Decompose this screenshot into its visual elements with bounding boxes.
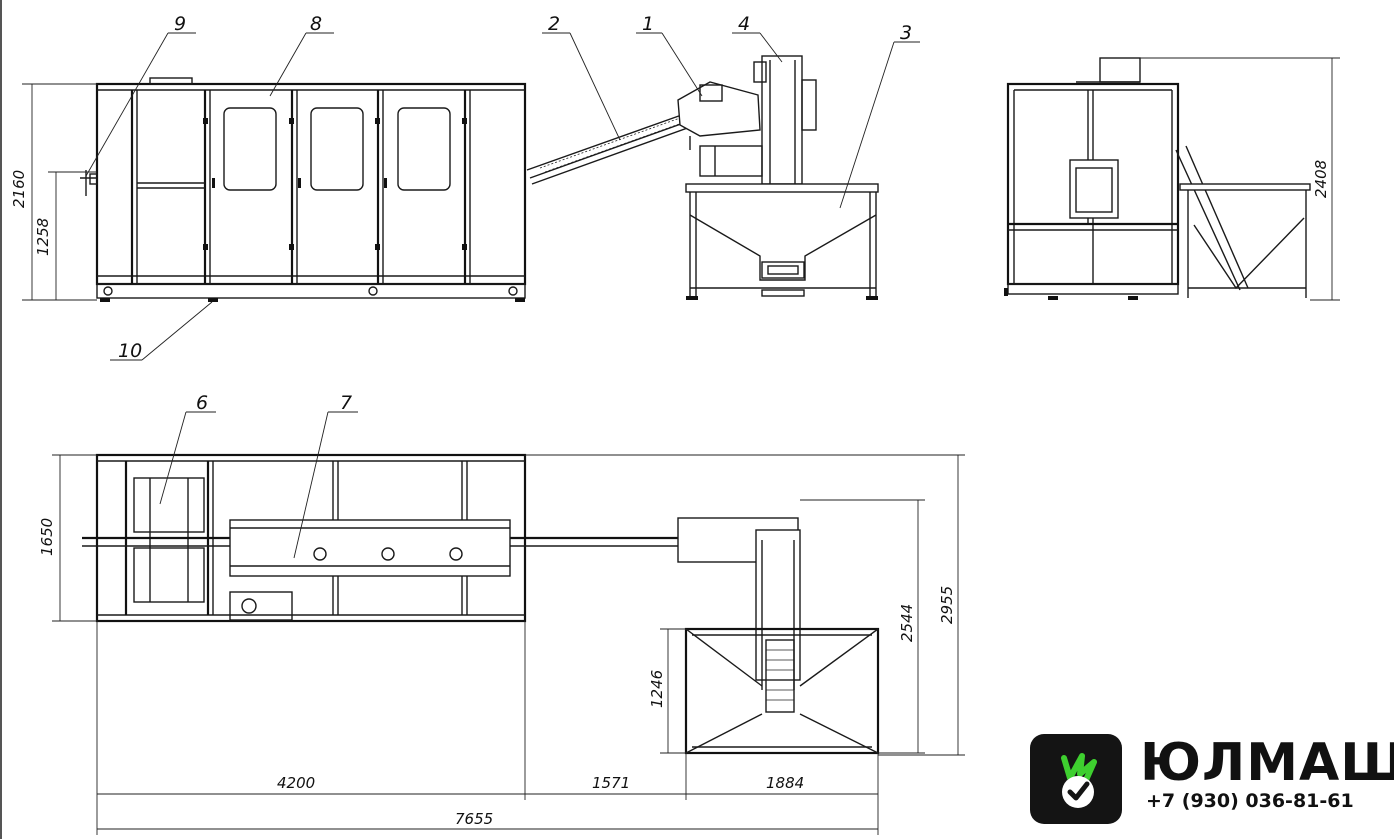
callout-leaders bbox=[85, 32, 920, 559]
page-border bbox=[0, 0, 2, 839]
callout-2: 2 bbox=[548, 13, 560, 35]
front-view-cabinet bbox=[80, 77, 527, 302]
hand-check-logo-icon bbox=[1061, 753, 1097, 808]
callout-6: 6 bbox=[196, 392, 208, 414]
front-view-hopper bbox=[677, 55, 879, 300]
dim-1571: 1571 bbox=[592, 774, 630, 792]
callout-9: 9 bbox=[174, 13, 186, 35]
dim-2955: 2955 bbox=[938, 586, 956, 624]
callout-3: 3 bbox=[900, 22, 912, 44]
front-view-conveyor bbox=[526, 111, 694, 185]
callout-4: 4 bbox=[738, 13, 750, 35]
callout-7: 7 bbox=[340, 392, 352, 414]
dim-2408: 2408 bbox=[1312, 160, 1330, 198]
dim-1258: 1258 bbox=[34, 218, 52, 256]
dim-2160: 2160 bbox=[10, 170, 28, 208]
dim-4200: 4200 bbox=[277, 774, 315, 792]
callout-10: 10 bbox=[118, 340, 142, 362]
dim-7655: 7655 bbox=[455, 810, 493, 828]
brand-name: ЮЛМАШ bbox=[1140, 733, 1394, 793]
dim-1884: 1884 bbox=[766, 774, 804, 792]
callout-8: 8 bbox=[310, 13, 322, 35]
brand-logo bbox=[1030, 734, 1122, 824]
brand-phone: +7 (930) 036-81-61 bbox=[1146, 790, 1354, 812]
side-view bbox=[1004, 57, 1311, 300]
dimension-lines bbox=[22, 57, 1340, 835]
dim-1246: 1246 bbox=[648, 670, 666, 708]
dim-1650: 1650 bbox=[38, 518, 56, 556]
dim-2544: 2544 bbox=[898, 604, 916, 642]
callout-1: 1 bbox=[642, 13, 654, 35]
top-view bbox=[82, 453, 880, 755]
